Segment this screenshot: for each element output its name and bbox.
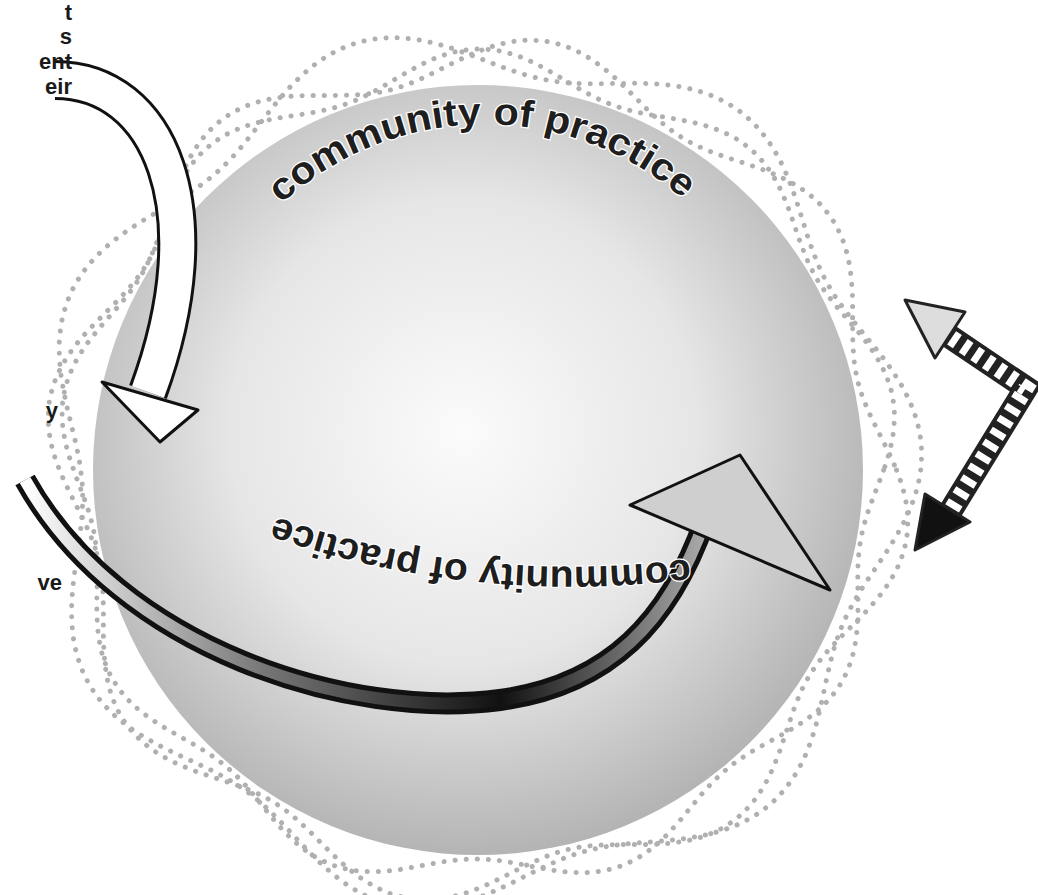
dotted-ring xyxy=(59,38,921,895)
dotted-ring xyxy=(62,49,894,873)
curved-title: community of practice xyxy=(264,509,693,600)
text-fragment: s xyxy=(60,24,72,49)
curved-text-layer: community of practice community of practi… xyxy=(93,85,863,855)
text-fragment: eir xyxy=(45,74,72,99)
dotted-ring xyxy=(48,40,908,895)
text-fragment: ve xyxy=(38,570,62,595)
sphere-node: community of practice community of practi… xyxy=(93,85,863,855)
striped-double-arrow xyxy=(905,300,1026,550)
sphere xyxy=(93,85,863,855)
text-fragment: ent xyxy=(39,49,72,74)
text-fragment: t xyxy=(65,0,72,25)
dotted-rings xyxy=(48,38,921,895)
curved-title: community of practice xyxy=(259,90,705,210)
text-fragment: y xyxy=(46,398,58,423)
